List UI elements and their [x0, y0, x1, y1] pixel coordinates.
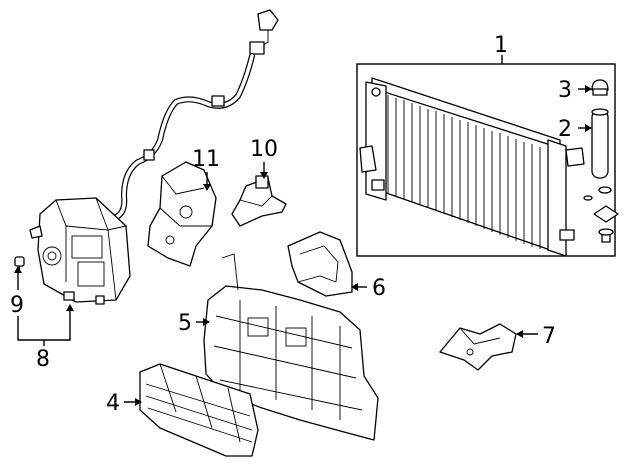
callout-3: 3 [558, 78, 572, 103]
drier-hardware[interactable] [583, 186, 619, 243]
callout-6: 6 [372, 276, 386, 301]
refrigerant-hose[interactable] [111, 9, 279, 221]
air-duct[interactable] [287, 231, 353, 297]
air-deflector[interactable] [139, 363, 259, 457]
callout-1: 1 [494, 33, 508, 58]
bumper-bracket[interactable] [439, 323, 517, 371]
callout-10: 10 [250, 137, 278, 162]
callout-5: 5 [178, 311, 192, 336]
condenser[interactable] [359, 77, 585, 257]
small-bracket[interactable] [231, 175, 287, 227]
callout-7: 7 [542, 324, 556, 349]
callout-8: 8 [36, 347, 50, 372]
callout-11: 11 [192, 147, 220, 172]
drier-cap[interactable] [591, 79, 609, 96]
receiver-drier[interactable] [591, 108, 609, 179]
callout-9: 9 [10, 293, 24, 318]
ac-compressor[interactable] [29, 197, 131, 305]
leader-lines [14, 55, 592, 406]
mounting-bracket[interactable] [147, 161, 217, 267]
callout-4: 4 [106, 391, 120, 416]
callout-2: 2 [558, 117, 572, 142]
condenser-assembly-box [356, 63, 616, 257]
